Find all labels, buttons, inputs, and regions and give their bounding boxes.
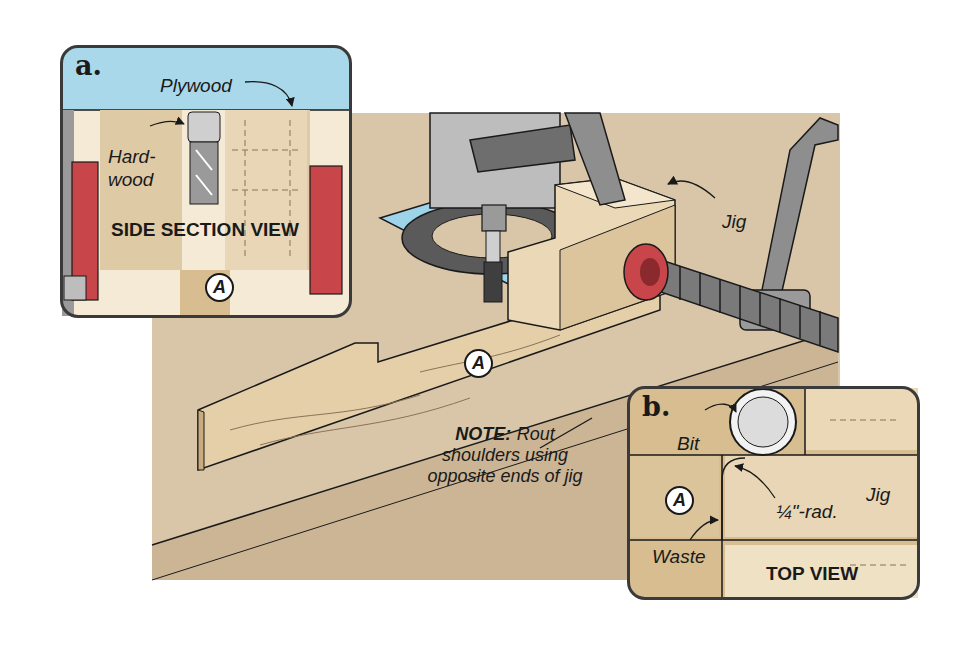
callout-number: A (673, 490, 686, 511)
dimension: ¼"-rad. (776, 500, 838, 523)
inset-b-art (629, 388, 918, 598)
callout-circle: A (205, 273, 234, 302)
callout-number: A (472, 353, 485, 374)
clamp-screw (655, 258, 838, 352)
view-title: TOP VIEW (766, 562, 858, 585)
part-name: Plywood (160, 74, 232, 97)
clamp-pad (624, 244, 668, 300)
jig-block (508, 178, 675, 330)
part-name: Waste (652, 545, 706, 568)
callout-number: A (213, 277, 226, 298)
inset-a-art (62, 47, 350, 316)
note-heading: NOTE: (455, 424, 511, 444)
clamp (565, 113, 625, 205)
callout-circle: A (464, 349, 493, 378)
part-name: Hard- wood (108, 145, 170, 191)
note-block: NOTE:Rout shoulders using opposite ends … (420, 424, 590, 487)
view-title: SIDE SECTION VIEW (110, 218, 300, 241)
part-name: Jig (866, 483, 890, 506)
callout-circle: A (665, 486, 694, 515)
leader-line (668, 181, 715, 198)
part-name: Jig (722, 210, 746, 233)
inset-letter: b. (642, 391, 670, 422)
router-bit (484, 262, 502, 302)
inset-letter: a. (75, 50, 102, 81)
part-name: Bit (677, 432, 699, 455)
